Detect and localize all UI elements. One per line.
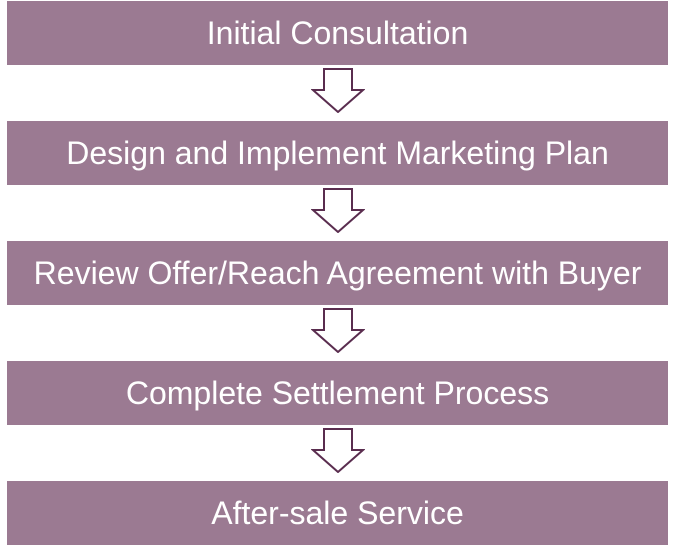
down-arrow-icon [311,428,365,473]
down-arrow-icon [311,188,365,233]
step-after-sale-service: After-sale Service [7,481,668,545]
down-arrow-icon [311,308,365,353]
step-label: Initial Consultation [206,14,469,51]
step-label: Review Offer/Reach Agreement with Buyer [33,254,642,291]
step-label: After-sale Service [211,494,464,531]
step-review-offer: Review Offer/Reach Agreement with Buyer [7,241,668,305]
step-initial-consultation: Initial Consultation [7,1,668,65]
down-arrow-icon [311,68,365,113]
step-complete-settlement: Complete Settlement Process [7,361,668,425]
step-label: Complete Settlement Process [125,374,550,411]
step-design-marketing-plan: Design and Implement Marketing Plan [7,121,668,185]
step-label: Design and Implement Marketing Plan [66,134,609,171]
